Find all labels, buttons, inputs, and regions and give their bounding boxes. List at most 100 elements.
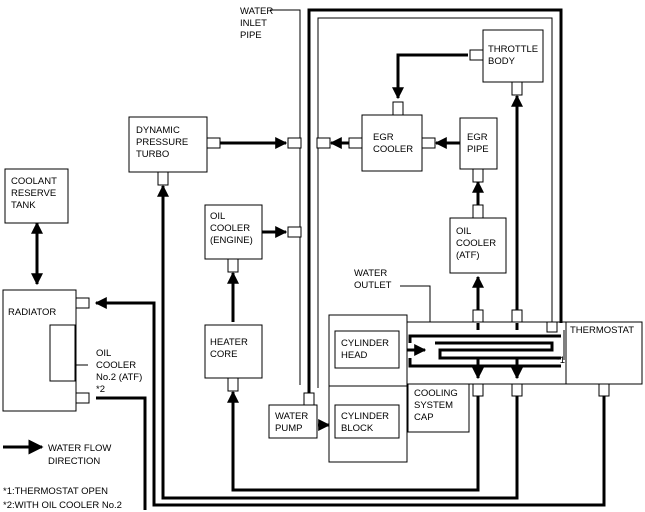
water-pump-line1: WATER bbox=[275, 411, 308, 422]
pipe-return-to-heater bbox=[227, 390, 480, 492]
svg-text:PIPE: PIPE bbox=[240, 30, 262, 41]
radiator: RADIATOR bbox=[2, 289, 90, 412]
svg-text:COOLER: COOLER bbox=[96, 360, 136, 371]
turbo-bottom-port bbox=[157, 171, 169, 186]
water-outlet-label: WATER OUTLET bbox=[354, 268, 392, 291]
reserve-tank-line2: RESERVE bbox=[11, 188, 56, 199]
radiator-bottom-port bbox=[75, 392, 90, 404]
pipe-radiator-bottom-out bbox=[96, 396, 147, 510]
thermostat-bottom-port-2 bbox=[511, 383, 523, 397]
thermostat-bottom-port-1 bbox=[472, 383, 484, 397]
svg-text:WATER: WATER bbox=[240, 6, 273, 17]
thermostat-housing: THERMOSTAT *1 bbox=[406, 309, 643, 397]
dynamic-pressure-turbo: DYNAMIC PRESSURE TURBO bbox=[128, 116, 221, 186]
pipe-inner-loop bbox=[317, 17, 553, 388]
water-outlet-leader bbox=[400, 285, 431, 322]
reserve-tank-line1: COOLANT bbox=[11, 176, 57, 187]
thermostat-bottom-port-3 bbox=[598, 383, 610, 397]
oil-atf-top-port bbox=[472, 204, 484, 219]
oil-engine-line1: OIL bbox=[210, 211, 225, 222]
cylinder-block-line1: CYLINDER bbox=[341, 411, 389, 422]
cylinder-block: CYLINDER BLOCK bbox=[334, 404, 400, 439]
turbo-right-port bbox=[206, 137, 221, 149]
cap-line2: SYSTEM bbox=[414, 400, 453, 411]
oil-engine-line2: COOLER bbox=[210, 223, 250, 234]
svg-text:No.2 (ATF): No.2 (ATF) bbox=[96, 372, 142, 383]
thermostat-top-port-2 bbox=[511, 309, 523, 323]
reserve-tank-line3: TANK bbox=[11, 200, 36, 211]
oil-cooler-atf: OIL COOLER (ATF) bbox=[449, 204, 507, 274]
turbo-line3: TURBO bbox=[136, 149, 169, 160]
radiator-label: RADIATOR bbox=[8, 307, 56, 318]
thermostat-label: THERMOSTAT bbox=[570, 325, 634, 336]
oil-atf-line2: COOLER bbox=[456, 238, 496, 249]
egr-cooler-line1: EGR bbox=[373, 132, 394, 143]
egr-cooler-right-port bbox=[421, 137, 436, 149]
oil-engine-line3: (ENGINE) bbox=[210, 235, 253, 246]
svg-text:INLET: INLET bbox=[240, 18, 267, 29]
radiator-top-port bbox=[75, 297, 90, 309]
throttle-body: THROTTLE BODY bbox=[469, 29, 544, 96]
oil-cooler-no2-label: OIL COOLER No.2 (ATF) *2 bbox=[96, 348, 142, 395]
oil-engine-bottom-port bbox=[227, 258, 239, 273]
thermostat-top-port-3 bbox=[546, 321, 558, 333]
inlet-pipe-leader bbox=[270, 9, 301, 385]
cylinder-block-line2: BLOCK bbox=[341, 423, 374, 434]
pipe-to-radiator-top bbox=[94, 297, 606, 507]
heater-core-line2: CORE bbox=[210, 349, 237, 360]
egr-cooler-line2: COOLER bbox=[373, 144, 413, 155]
svg-text:OUTLET: OUTLET bbox=[354, 280, 392, 291]
cap-line1: COOLING bbox=[414, 388, 458, 399]
pipe-outer-loop bbox=[307, 8, 563, 410]
legend: WATER FLOW DIRECTION *1:THERMOSTAT OPEN … bbox=[3, 439, 122, 511]
center-port-oil-engine bbox=[287, 226, 302, 238]
egr-pipe-line2: PIPE bbox=[467, 144, 489, 155]
legend-flow-line2: DIRECTION bbox=[48, 456, 100, 467]
oil-cooler-engine: OIL COOLER (ENGINE) bbox=[204, 204, 263, 273]
svg-text:WATER: WATER bbox=[354, 268, 387, 279]
heater-core-line1: HEATER bbox=[210, 337, 248, 348]
turbo-line2: PRESSURE bbox=[136, 137, 188, 148]
egr-cooler-top-port bbox=[392, 101, 404, 116]
center-port-egr bbox=[316, 137, 331, 149]
throttle-body-bottom-port bbox=[511, 81, 523, 96]
cylinder-head-line2: HEAD bbox=[341, 350, 368, 361]
cylinder-head: CYLINDER HEAD bbox=[334, 330, 400, 369]
egr-pipe-bottom-port bbox=[472, 168, 484, 183]
egr-pipe: EGR PIPE bbox=[459, 117, 498, 183]
egr-cooler-left-port bbox=[348, 137, 363, 149]
pipes bbox=[31, 8, 606, 510]
egr-cooler: EGR COOLER bbox=[348, 101, 436, 172]
throttle-body-left-port bbox=[469, 49, 484, 61]
egr-pipe-line1: EGR bbox=[467, 132, 488, 143]
thermostat-top-port-1 bbox=[472, 309, 484, 323]
oil-atf-line3: (ATF) bbox=[456, 250, 480, 261]
thermostat-mark: *1 bbox=[556, 355, 565, 366]
center-port-turbo bbox=[287, 137, 302, 149]
legend-note-1: *1:THERMOSTAT OPEN bbox=[3, 486, 108, 497]
pipe-housing-lower bbox=[408, 358, 561, 368]
water-pump: WATER PUMP bbox=[268, 392, 318, 439]
legend-flow-line1: WATER FLOW bbox=[48, 443, 111, 454]
cap-line3: CAP bbox=[414, 412, 434, 423]
svg-text:*2: *2 bbox=[96, 384, 105, 395]
turbo-line1: DYNAMIC bbox=[136, 125, 180, 136]
oil-cooler-no2-inner bbox=[49, 324, 76, 382]
pipe-return-to-turbo bbox=[157, 184, 519, 500]
water-pump-line2: PUMP bbox=[275, 423, 302, 434]
cylinder-head-line1: CYLINDER bbox=[341, 338, 389, 349]
water-inlet-pipe-label: WATER INLET PIPE bbox=[240, 6, 273, 41]
svg-text:OIL: OIL bbox=[96, 348, 111, 359]
throttle-body-line1: THROTTLE bbox=[488, 44, 538, 55]
pipe-housing-mid bbox=[435, 341, 561, 360]
legend-note-2: *2:WITH OIL COOLER No.2 bbox=[3, 500, 122, 511]
cooling-system-cap: COOLING SYSTEM CAP bbox=[407, 383, 470, 433]
coolant-reserve-tank: COOLANT RESERVE TANK bbox=[4, 168, 69, 224]
pipe-housing-upper bbox=[408, 334, 561, 343]
heater-core: HEATER CORE bbox=[204, 324, 263, 392]
water-pump-top-port bbox=[303, 392, 315, 406]
pipe-throttle-to-egr-cooler bbox=[392, 53, 468, 100]
oil-atf-line1: OIL bbox=[456, 226, 471, 237]
heater-core-bottom-port bbox=[227, 377, 239, 392]
